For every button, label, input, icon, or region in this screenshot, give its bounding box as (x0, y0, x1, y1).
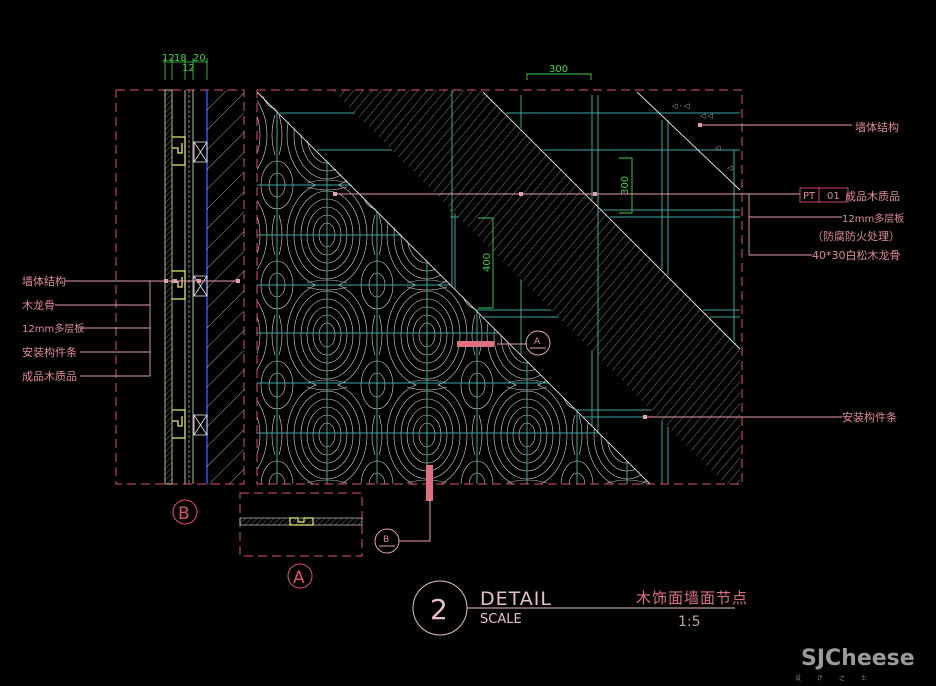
section-marker-a[interactable]: A (525, 330, 551, 356)
elevation-frame (256, 89, 743, 485)
label-wall-structure: 墙体结构 (22, 274, 66, 288)
section-label-a: A (287, 563, 313, 589)
svg-text:B: B (383, 535, 389, 545)
label-plywood-right: 12mm多层板 (842, 212, 904, 225)
label-finished-wood-right: 成品木质品 (845, 190, 900, 203)
timber-keels (193, 141, 208, 436)
label-wall-structure-right: 墙体结构 (855, 120, 899, 134)
svg-text:◁: ◁ (727, 164, 733, 172)
section-cut-a (457, 341, 494, 347)
label-mounting-strip: 安装构件条 (22, 345, 77, 359)
label-keel-right: 40*30白松木龙骨 (812, 248, 901, 262)
thickness-dimensions: 12 18 20 12 (162, 53, 208, 80)
section-a-detail (239, 492, 363, 557)
svg-text:B: B (178, 504, 190, 524)
tag-code: PT (803, 191, 816, 202)
label-plywood: 12mm多层板 (22, 322, 84, 335)
dim-18: 18 (174, 53, 187, 64)
svg-text:A: A (293, 568, 305, 588)
section-cut-b (426, 465, 433, 501)
svg-text:A: A (534, 337, 541, 347)
scale-label: SCALE (480, 612, 522, 627)
detail-title: 木饰面墙面节点 (636, 589, 748, 607)
section-b-wall (115, 89, 245, 485)
detail-label: DETAIL (480, 588, 552, 610)
dim-12-lower: 12 (182, 63, 195, 74)
label-finished-wood: 成品木质品 (22, 370, 77, 383)
material-tag: PT 01 (799, 187, 849, 203)
section-marker-b[interactable]: B (374, 528, 400, 554)
title-block: 2 DETAIL SCALE 木饰面墙面节点 1:5 (412, 580, 748, 636)
concrete-marks: ◁ · ◁ ◁ ◁ ◁ ◁ (672, 102, 733, 172)
dim-400-vertical: 400 (482, 253, 493, 272)
dim-12: 12 (162, 53, 175, 64)
scale-value: 1:5 (678, 614, 701, 630)
svg-text:◁: ◁ (715, 144, 721, 152)
dim-300-vertical: 300 (620, 176, 631, 195)
left-callouts: 墙体结构 木龙骨 12mm多层板 安装构件条 成品木质品 (22, 274, 240, 383)
label-wood-keel: 木龙骨 (22, 299, 55, 312)
label-mounting-strip-right: 安装构件条 (842, 410, 897, 424)
watermark-brand: SJCheese (801, 646, 915, 671)
grid-dimensions (478, 73, 633, 309)
section-label-b: B (172, 499, 198, 525)
tag-number: 01 (827, 191, 840, 202)
wall-elevation: ◁ · ◁ ◁ ◁ ◁ ◁ (256, 89, 743, 485)
svg-text:◁ ◁: ◁ ◁ (700, 112, 714, 120)
right-leaders (335, 124, 852, 418)
dim-300-top: 300 (549, 64, 568, 75)
svg-text:◁ · ◁: ◁ · ◁ (672, 102, 690, 110)
detail-number: 2 (430, 593, 448, 626)
watermark: SJCheese 设 计 之 士 (795, 646, 915, 682)
dim-20: 20 (193, 53, 206, 64)
watermark-sub: 设 计 之 士 (795, 674, 874, 682)
mounting-clips (172, 136, 186, 439)
label-treatment: （防腐防火处理） (812, 229, 900, 243)
